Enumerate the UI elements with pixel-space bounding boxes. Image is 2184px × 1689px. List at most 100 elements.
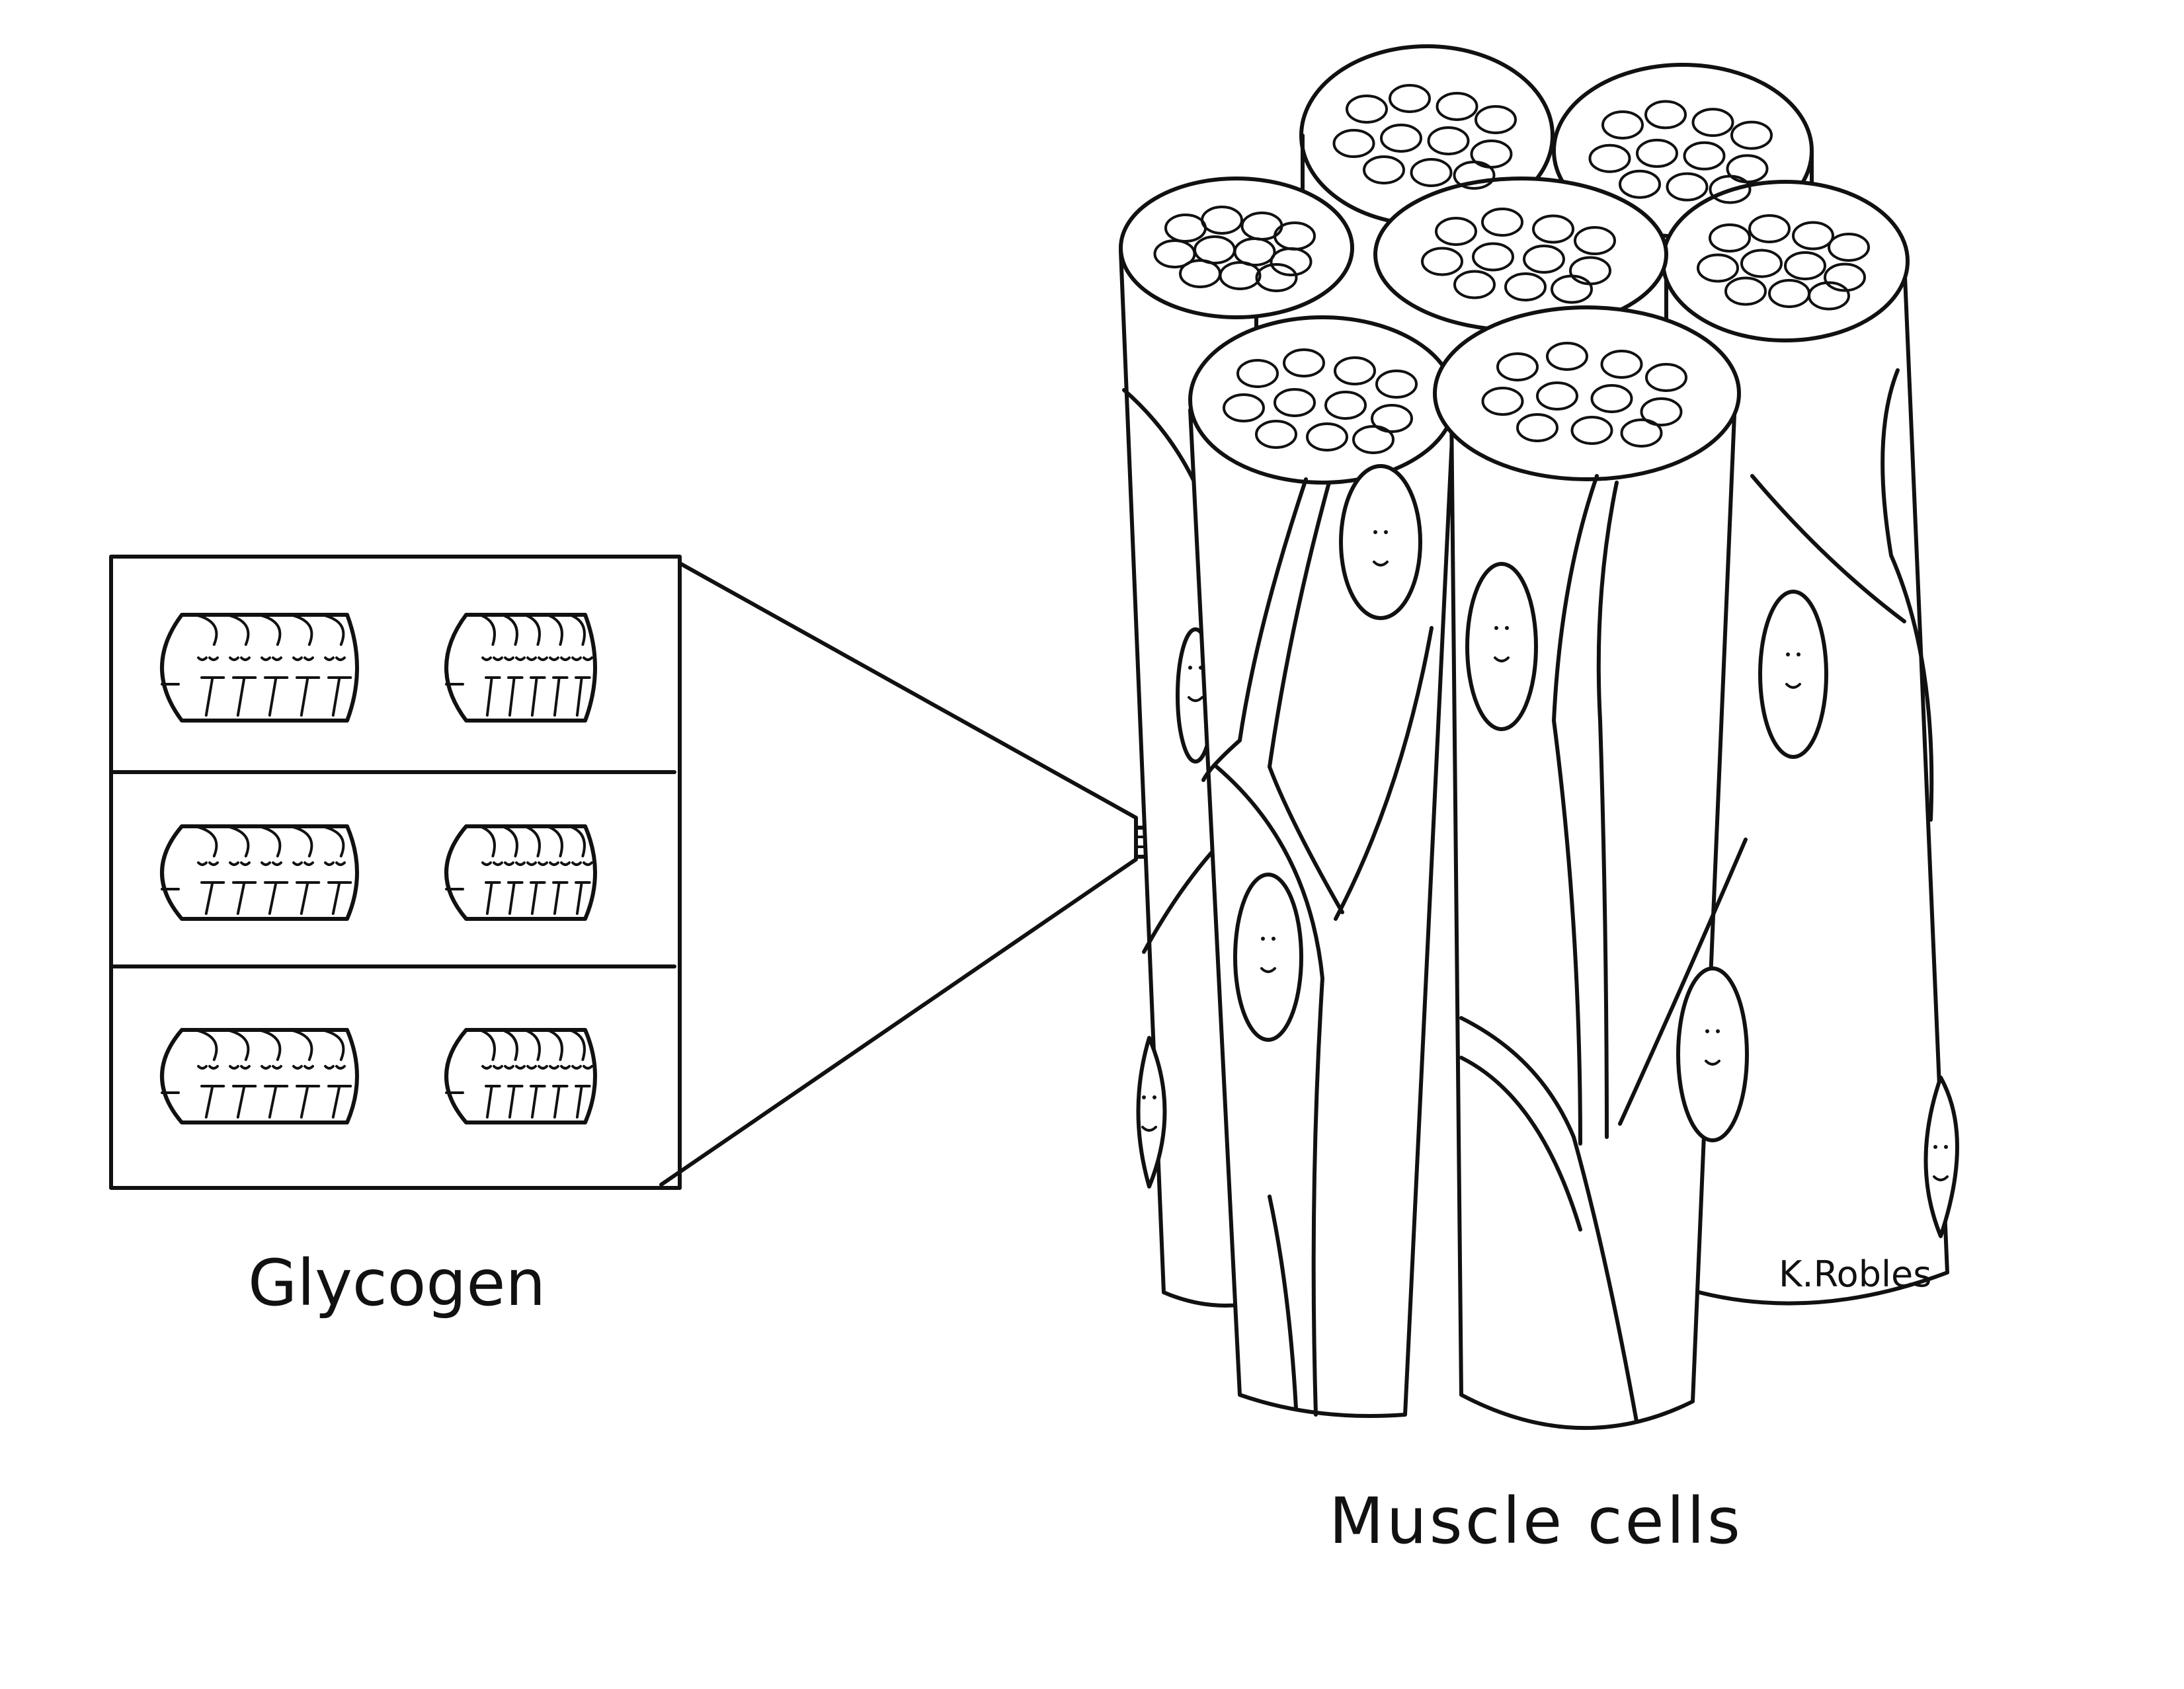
myofibril [1453, 270, 1496, 299]
muscle-cell-bundle [1119, 44, 1959, 1431]
myofibril [1201, 206, 1243, 235]
myofibril [1683, 141, 1726, 171]
myofibril [1306, 422, 1348, 452]
zoom-projection-lines [659, 561, 1138, 1187]
nucleus-face [1494, 626, 1510, 662]
myofibril [1620, 418, 1663, 448]
myofibril [1601, 110, 1644, 139]
myofibril [1475, 105, 1517, 134]
myofibril [1546, 342, 1588, 371]
myofibril [1496, 352, 1539, 381]
panel-frame [109, 555, 682, 1190]
myofibril [1236, 359, 1279, 388]
myofibril [1828, 233, 1870, 262]
myofibril [1574, 226, 1616, 255]
myofibril [1435, 217, 1477, 246]
myofibril [1619, 169, 1661, 199]
myofibril [1223, 393, 1265, 422]
nucleus-face [1373, 530, 1389, 567]
myofibril [1697, 253, 1739, 283]
myofibril [1427, 126, 1470, 155]
myofibril [1523, 245, 1565, 274]
myofibril [1644, 100, 1687, 130]
myofibril [1792, 221, 1834, 251]
myofibril [1636, 138, 1678, 168]
nucleus-faces [1141, 530, 1949, 1181]
myofibril [1724, 276, 1767, 306]
nucleus [1758, 590, 1828, 759]
myofibril [1270, 247, 1313, 276]
myofibril [1375, 370, 1418, 399]
glycogen-granule [160, 613, 359, 723]
myofibril [1334, 356, 1376, 385]
glycogen-granule [444, 613, 597, 723]
myofibril [1436, 92, 1478, 121]
myofibril [1824, 262, 1866, 292]
myofibril [1481, 387, 1524, 416]
myofibril [1730, 120, 1773, 150]
nucleus-face [1705, 1029, 1720, 1066]
nucleus [1676, 966, 1749, 1142]
myofibril [1588, 143, 1631, 173]
nucleus [1233, 873, 1303, 1042]
muscle-cell-center [1373, 177, 1668, 333]
nucleus [1136, 1036, 1167, 1189]
myofibril [1504, 272, 1547, 301]
myofibril [1590, 384, 1633, 413]
myofibril [1389, 84, 1431, 113]
myofibril [1570, 416, 1613, 445]
myofibril [1748, 214, 1791, 243]
nucleus-face [1188, 666, 1203, 702]
myofibril [1481, 208, 1523, 237]
myofibril [1808, 281, 1850, 311]
myofibril [1346, 95, 1388, 124]
myofibril [1709, 175, 1752, 204]
myofibril [1784, 251, 1826, 280]
muscle-cell-front-right [1433, 305, 1749, 1431]
myofibril [1255, 263, 1298, 292]
myofibril [1709, 223, 1751, 253]
glycogen-granule [160, 824, 359, 921]
myofibril [1274, 388, 1316, 417]
nucleus [1923, 1076, 1959, 1238]
glycogen-zoom-panel [109, 555, 1138, 1190]
myofibril [1410, 158, 1453, 187]
myofibril [1666, 172, 1709, 202]
myofibril [1691, 108, 1734, 137]
myofibril [1472, 242, 1514, 272]
nucleus-face [1141, 1095, 1157, 1132]
glycogen-label: Glycogen [248, 1246, 546, 1320]
nucleus-face [1933, 1145, 1949, 1181]
myofibril [1421, 247, 1463, 276]
myofibril [1645, 363, 1687, 392]
myofibril [1516, 413, 1558, 442]
myofibril [1219, 261, 1262, 290]
myofibril [1363, 155, 1405, 184]
myofibril [1640, 397, 1683, 426]
myofibril [1324, 391, 1367, 420]
nucleus [1339, 464, 1422, 620]
myofibril [1352, 425, 1395, 454]
nucleus-face [1260, 937, 1276, 973]
glycogen-granule [444, 1028, 597, 1124]
myofibril [1380, 124, 1422, 153]
myofibril-cross-sections [1153, 84, 1870, 454]
muscle-cells-label: Muscle cells [1329, 1484, 1743, 1558]
myofibril [1740, 249, 1783, 278]
myofibril [1551, 274, 1593, 304]
myofibril [1371, 404, 1413, 433]
myofibril [1532, 214, 1574, 244]
myofibril [1255, 420, 1297, 449]
myofibril [1453, 161, 1496, 190]
muscle-cell-front-left [1188, 315, 1457, 1418]
myofibril [1536, 381, 1578, 411]
nucleus-face [1785, 652, 1801, 689]
glycogen-granule [444, 824, 597, 921]
glycogen-granules [160, 613, 597, 1124]
myofibril [1600, 350, 1643, 379]
glycogen-granule [160, 1028, 359, 1124]
nucleus [1465, 562, 1538, 731]
myofibril [1283, 348, 1325, 377]
